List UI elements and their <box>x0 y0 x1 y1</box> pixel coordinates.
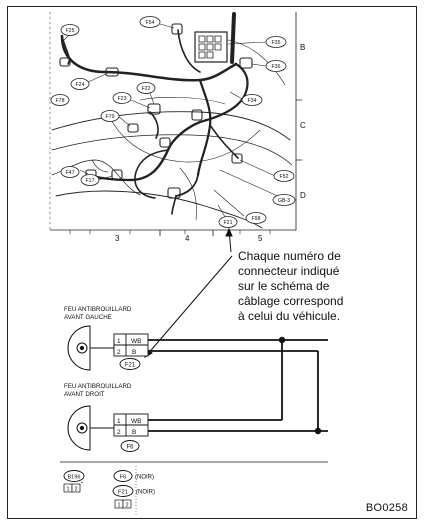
label-f52: F52 <box>280 174 289 180</box>
balloon-gb3 <box>272 194 296 206</box>
legend: B196 1 2 ▪ F6 (NOIR) F21 (NOIR) 1 2 <box>63 470 155 509</box>
lamp-right-connector <box>113 413 149 437</box>
label-f24: F24 <box>76 82 85 88</box>
lamp-right-texts: FEU ANTIBROUILLARD AVANT DROIT 1 2 WB B <box>64 383 141 436</box>
grid-row-b: B <box>300 43 305 52</box>
lamp-left-wire-2: B <box>132 349 136 356</box>
balloon-f54 <box>139 16 161 28</box>
lamp-left-wire-1: WB <box>131 338 141 345</box>
label-f79: F79 <box>106 114 115 120</box>
grid-row-d: D <box>300 191 306 200</box>
lamp-right-pin-2: 2 <box>117 429 121 436</box>
legend-b196-balloon <box>63 470 85 482</box>
label-f34: F34 <box>248 98 257 104</box>
lamp-right-symbol <box>67 405 114 451</box>
balloon-f23 <box>112 92 132 104</box>
label-f54: F54 <box>146 20 155 26</box>
balloon-f34 <box>241 94 263 106</box>
label-f78: F78 <box>56 98 65 104</box>
balloon-f21-top <box>218 216 238 228</box>
caption-line-1: Chaque numéro de <box>238 249 341 263</box>
engine-bay-drawing <box>49 11 303 237</box>
grid-row-c: C <box>300 121 306 130</box>
svg-text:▪: ▪ <box>81 480 83 485</box>
legend-f21-pin-1: 1 <box>117 503 120 509</box>
connector-leaders <box>63 23 283 223</box>
lamp-right-wire-2: B <box>132 429 136 436</box>
label-f47: F47 <box>66 170 75 176</box>
legend-f21-id: F21 <box>118 490 128 496</box>
grid-col-3: 3 <box>115 234 120 243</box>
balloon-f25 <box>60 24 80 36</box>
balloon-f47 <box>60 166 80 178</box>
lamp-left-pin-2: 2 <box>117 349 121 356</box>
label-f35: F35 <box>272 40 281 46</box>
label-f98: F98 <box>252 216 261 222</box>
lamp-left-title-2: AVANT GAUCHE <box>64 314 112 321</box>
lamp-left-texts: FEU ANTIBROUILLARD AVANT GAUCHE 1 2 WB B <box>64 306 141 356</box>
legend-f6-balloon <box>113 470 133 482</box>
label-f21-top: F21 <box>224 220 233 226</box>
label-f22: F22 <box>142 86 151 92</box>
label-f36: F36 <box>272 64 281 70</box>
wiring-lines <box>148 339 328 432</box>
label-f25: F25 <box>66 28 75 34</box>
legend-f21-note: (NOIR) <box>136 490 155 496</box>
balloon-f22 <box>136 82 156 94</box>
label-f23: F23 <box>118 96 127 102</box>
figure-code: BO0258 <box>365 502 408 514</box>
lamp-right-wire-1: WB <box>131 418 141 425</box>
grid-col-4: 4 <box>185 234 190 243</box>
connector-caption: Chaque numéro de connecteur indiqué sur … <box>238 249 388 324</box>
legend-f21-balloon <box>112 485 134 497</box>
caption-line-2: connecteur indiqué <box>238 264 340 278</box>
balloon-f36 <box>265 60 287 72</box>
lamp-left-connector-balloon <box>119 358 141 370</box>
lamp-right-title-1: FEU ANTIBROUILLARD <box>64 383 132 390</box>
balloon-f78 <box>50 94 70 106</box>
legend-b196-id: B196 <box>67 475 80 481</box>
balloon-f35 <box>265 36 287 48</box>
grid-col-5: 5 <box>258 234 263 243</box>
connector-balloons <box>50 16 296 228</box>
legend-f6-note: (NOIR) <box>135 475 154 481</box>
diagram-frame <box>7 6 417 519</box>
legend-f6-id: F6 <box>120 475 127 481</box>
lamp-right-title-2: AVANT DROIT <box>64 391 105 398</box>
legend-b196-pin-1: 1 <box>66 487 69 493</box>
balloon-f52 <box>273 170 295 182</box>
balloon-f79 <box>100 110 120 122</box>
caption-line-3: sur le schéma de <box>238 279 330 293</box>
label-f17: F17 <box>86 178 95 184</box>
caption-line-4: câblage correspond <box>238 294 344 308</box>
label-gb3: GB-3 <box>278 198 290 204</box>
lamp-left-symbol <box>67 325 115 371</box>
caption-line-5: à celui du véhicule. <box>238 309 341 323</box>
lamp-right-connector-balloon <box>120 440 140 452</box>
lamp-left-title-1: FEU ANTIBROUILLARD <box>64 306 132 313</box>
pointer-arrows <box>144 227 233 359</box>
lamp-right-pin-1: 1 <box>117 418 121 425</box>
balloon-f17 <box>80 174 100 186</box>
legend-b196-pin-2: 2 <box>74 487 77 493</box>
grid-labels: B C D 3 4 5 <box>115 43 306 243</box>
lamp-right-connector-id: F6 <box>126 445 134 451</box>
wire-junctions <box>278 336 322 435</box>
balloon-f98 <box>245 212 267 224</box>
lamp-left-connector-id: F21 <box>125 363 136 369</box>
lamp-left-pin-1: 1 <box>117 338 121 345</box>
legend-f21-pin-2: 2 <box>125 503 128 509</box>
lamp-left-connector <box>113 333 149 357</box>
balloon-f24 <box>70 78 90 90</box>
connector-labels: F25 F54 F35 F36 F24 F78 F22 F23 F34 F79 … <box>56 20 291 226</box>
